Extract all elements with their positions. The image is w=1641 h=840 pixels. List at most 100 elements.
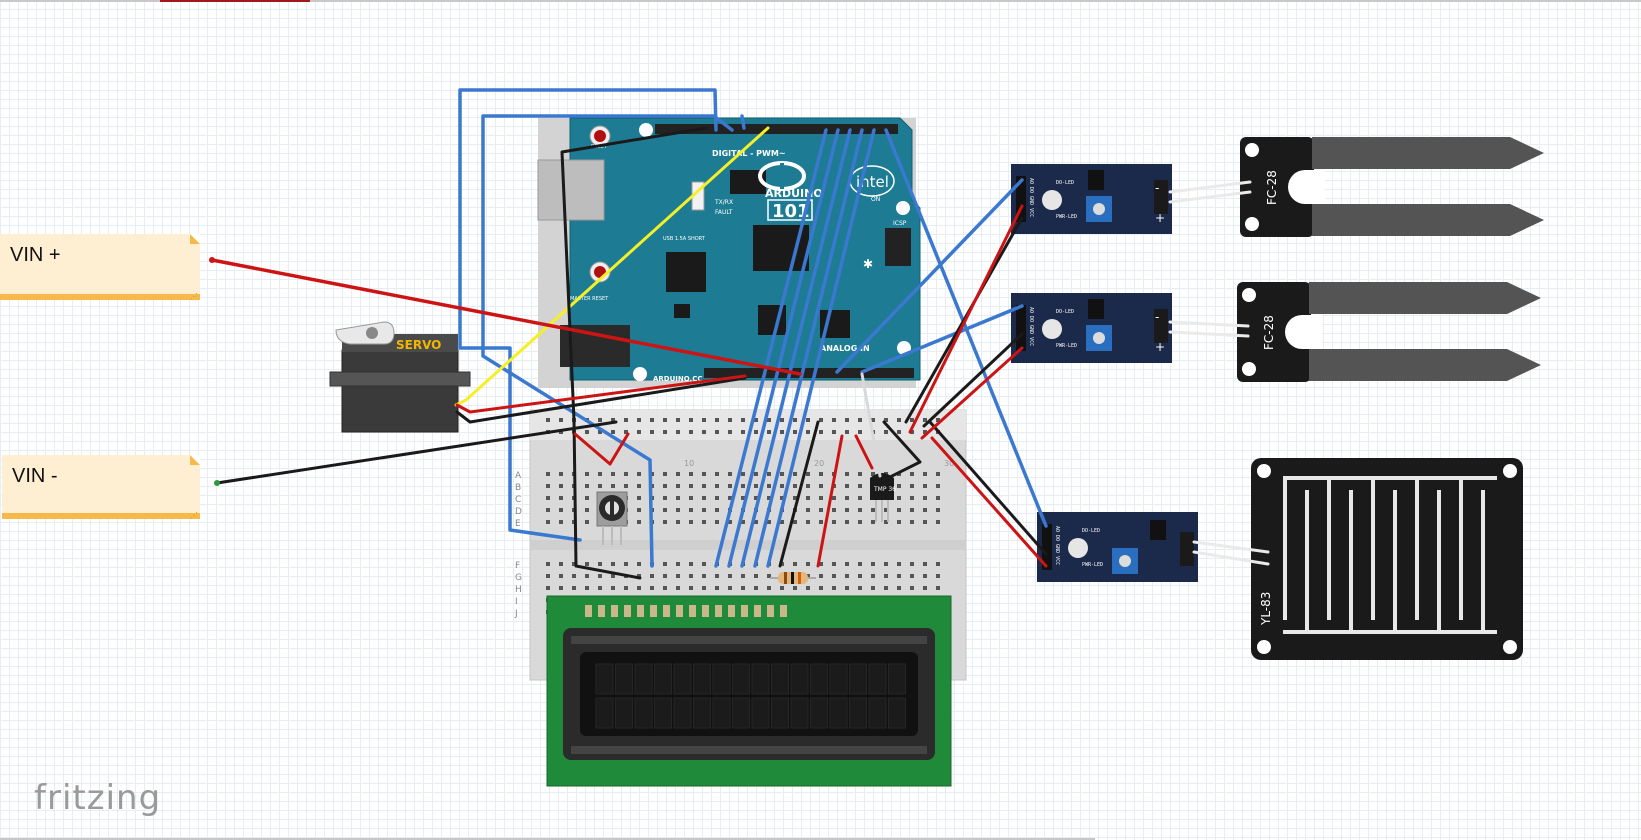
note-resize-grip[interactable]: ⋰ — [190, 511, 198, 520]
breadboard-hole[interactable] — [806, 508, 810, 512]
breadboard-hole[interactable] — [663, 508, 667, 512]
breadboard-hole[interactable] — [559, 496, 563, 500]
breadboard-hole[interactable] — [910, 472, 914, 476]
wire-blue[interactable] — [740, 128, 852, 568]
breadboard-hole[interactable] — [897, 496, 901, 500]
breadboard-hole[interactable] — [910, 586, 914, 590]
breadboard-hole[interactable] — [819, 484, 823, 488]
breadboard-hole[interactable] — [637, 586, 641, 590]
breadboard-hole[interactable] — [702, 586, 706, 590]
breadboard-hole[interactable] — [663, 430, 667, 434]
breadboard-hole[interactable] — [572, 574, 576, 578]
breadboard-hole[interactable] — [780, 430, 784, 434]
breadboard-hole[interactable] — [689, 496, 693, 500]
breadboard-hole[interactable] — [897, 508, 901, 512]
resistor[interactable] — [770, 572, 816, 584]
icsp-header[interactable] — [885, 228, 911, 266]
breadboard-hole[interactable] — [806, 562, 810, 566]
wire-red[interactable] — [908, 204, 1024, 434]
breadboard-hole[interactable] — [637, 574, 641, 578]
breadboard-hole[interactable] — [715, 586, 719, 590]
breadboard-hole[interactable] — [559, 520, 563, 524]
breadboard-hole[interactable] — [624, 418, 628, 422]
breadboard-hole[interactable] — [871, 586, 875, 590]
breadboard-hole[interactable] — [845, 418, 849, 422]
wire-blue[interactable] — [860, 304, 1024, 374]
breadboard-hole[interactable] — [611, 562, 615, 566]
breadboard-hole[interactable] — [650, 418, 654, 422]
breadboard-hole[interactable] — [858, 586, 862, 590]
breadboard-hole[interactable] — [728, 472, 732, 476]
breadboard-hole[interactable] — [832, 562, 836, 566]
wire-red[interactable] — [930, 436, 1048, 568]
wire-blue[interactable] — [884, 128, 1048, 528]
breadboard-hole[interactable] — [546, 484, 550, 488]
breadboard-hole[interactable] — [598, 586, 602, 590]
breadboard-hole[interactable] — [845, 562, 849, 566]
probe-lead[interactable] — [1192, 550, 1270, 566]
breadboard-hole[interactable] — [845, 496, 849, 500]
breadboard-hole[interactable] — [676, 430, 680, 434]
breadboard-hole[interactable] — [585, 574, 589, 578]
breadboard-hole[interactable] — [585, 562, 589, 566]
breadboard-hole[interactable] — [689, 574, 693, 578]
breadboard-hole[interactable] — [910, 418, 914, 422]
breadboard-hole[interactable] — [910, 430, 914, 434]
breadboard-hole[interactable] — [676, 520, 680, 524]
breadboard-hole[interactable] — [780, 472, 784, 476]
breadboard-hole[interactable] — [793, 484, 797, 488]
wire-blue[interactable] — [481, 114, 734, 568]
wire-blue[interactable] — [727, 128, 840, 568]
breadboard-hole[interactable] — [663, 496, 667, 500]
breadboard-hole[interactable] — [819, 418, 823, 422]
breadboard-hole[interactable] — [858, 520, 862, 524]
breadboard-hole[interactable] — [767, 496, 771, 500]
note-resize-grip[interactable]: ⋰ — [190, 292, 198, 301]
breadboard-hole[interactable] — [845, 574, 849, 578]
breadboard-hole[interactable] — [936, 496, 940, 500]
breadboard-hole[interactable] — [910, 574, 914, 578]
breadboard-hole[interactable] — [884, 418, 888, 422]
breadboard-hole[interactable] — [923, 520, 927, 524]
fc28-probe-1[interactable]: FC-28 — [1240, 137, 1544, 237]
probe-lead[interactable] — [1168, 190, 1252, 204]
breadboard-hole[interactable] — [871, 472, 875, 476]
breadboard-hole[interactable] — [663, 472, 667, 476]
breadboard-hole[interactable] — [637, 472, 641, 476]
breadboard-hole[interactable] — [793, 586, 797, 590]
probe-lead[interactable] — [1168, 320, 1250, 328]
breadboard-hole[interactable] — [793, 418, 797, 422]
breadboard-hole[interactable] — [546, 508, 550, 512]
breadboard-hole[interactable] — [546, 562, 550, 566]
breadboard-hole[interactable] — [741, 430, 745, 434]
breadboard-hole[interactable] — [910, 496, 914, 500]
breadboard-hole[interactable] — [624, 430, 628, 434]
breadboard-hole[interactable] — [676, 496, 680, 500]
breadboard-hole[interactable] — [585, 520, 589, 524]
potentiometer[interactable] — [596, 491, 628, 545]
breadboard-hole[interactable] — [689, 430, 693, 434]
breadboard-hole[interactable] — [767, 484, 771, 488]
probe-lead[interactable] — [1168, 330, 1250, 338]
wire-red[interactable] — [854, 434, 874, 470]
breadboard-hole[interactable] — [767, 586, 771, 590]
breadboard-hole[interactable] — [832, 520, 836, 524]
wire-black[interactable] — [922, 332, 1024, 428]
wire-blue[interactable] — [835, 178, 1024, 374]
breadboard-hole[interactable] — [923, 472, 927, 476]
breadboard-hole[interactable] — [637, 520, 641, 524]
breadboard-hole[interactable] — [858, 496, 862, 500]
breadboard-hole[interactable] — [663, 562, 667, 566]
breadboard-hole[interactable] — [702, 508, 706, 512]
breadboard-hole[interactable] — [897, 484, 901, 488]
breadboard-hole[interactable] — [598, 484, 602, 488]
breadboard-hole[interactable] — [676, 508, 680, 512]
wire-red[interactable] — [573, 432, 630, 466]
breadboard-hole[interactable] — [663, 418, 667, 422]
breadboard-hole[interactable] — [598, 430, 602, 434]
breadboard-hole[interactable] — [702, 574, 706, 578]
breadboard-hole[interactable] — [806, 520, 810, 524]
breadboard-hole[interactable] — [689, 418, 693, 422]
breadboard-hole[interactable] — [559, 574, 563, 578]
breadboard-hole[interactable] — [585, 430, 589, 434]
